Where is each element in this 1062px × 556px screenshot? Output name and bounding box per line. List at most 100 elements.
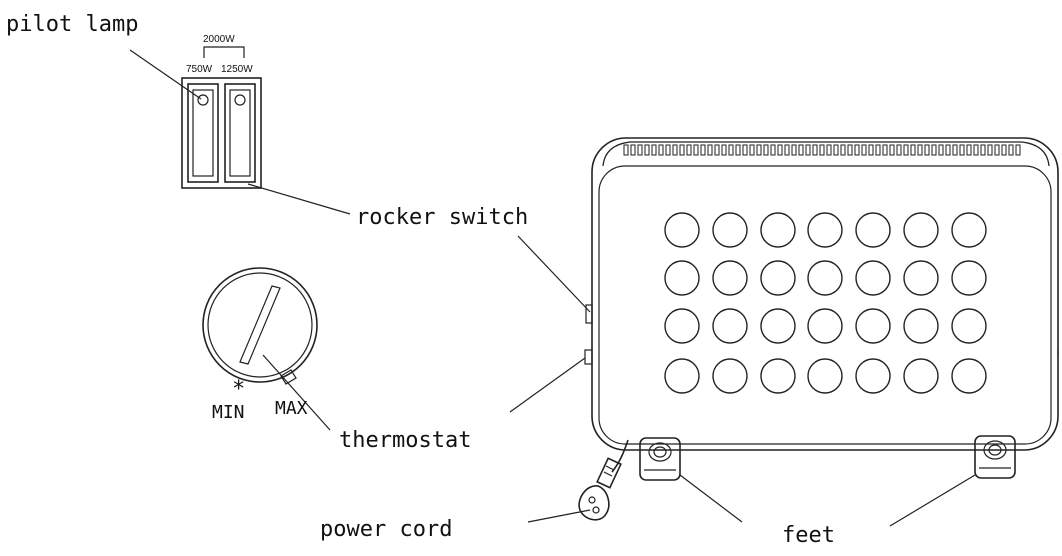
vent-slot <box>868 144 874 156</box>
knob-stop <box>280 369 297 385</box>
vent-hole <box>760 358 796 394</box>
vent-slot <box>672 144 678 156</box>
vent-slot <box>784 144 790 156</box>
min-marker: * <box>232 377 245 402</box>
vent-slot <box>812 144 818 156</box>
foot-right <box>974 435 1016 479</box>
foot-right-core <box>988 444 1002 456</box>
heater-body <box>584 137 1059 451</box>
vent-slot <box>854 144 860 156</box>
rocker-switch-left <box>187 83 219 183</box>
vent-slot <box>826 144 832 156</box>
vent-slot <box>847 144 853 156</box>
cord-ridge-2 <box>603 471 613 477</box>
label-feet: feet <box>782 523 835 548</box>
vent-hole <box>712 260 748 296</box>
vent-hole <box>951 308 987 344</box>
vent-hole <box>712 308 748 344</box>
vent-slot <box>819 144 825 156</box>
vent-slot <box>959 144 965 156</box>
vent-slot <box>889 144 895 156</box>
vent-slot <box>728 144 734 156</box>
rocker-left-inner <box>192 89 214 177</box>
switch-label-right: 1250W <box>221 64 253 75</box>
vent-hole <box>951 212 987 248</box>
cord-ridge-1 <box>605 465 615 471</box>
foot-right-outer <box>974 435 1016 479</box>
leader-thermostat-knob <box>262 354 331 431</box>
vent-hole <box>712 358 748 394</box>
pilot-lamp-right-icon <box>234 94 246 106</box>
vent-slot <box>924 144 930 156</box>
front-hole-grid <box>664 212 987 394</box>
switch-label-total: 2000W <box>203 34 235 45</box>
vent-slot <box>714 144 720 156</box>
knob-pointer <box>239 285 281 365</box>
vent-slot <box>882 144 888 156</box>
vent-hole <box>760 308 796 344</box>
vent-slot <box>763 144 769 156</box>
vent-slot <box>833 144 839 156</box>
label-power-cord: power cord <box>320 517 452 542</box>
vent-hole <box>855 308 891 344</box>
vent-hole <box>903 308 939 344</box>
top-vent-grille <box>623 144 1021 156</box>
vent-slot <box>1001 144 1007 156</box>
vent-slot <box>938 144 944 156</box>
vent-slot <box>875 144 881 156</box>
rocker-right-inner <box>229 89 251 177</box>
vent-slot <box>770 144 776 156</box>
vent-slot <box>693 144 699 156</box>
vent-slot <box>658 144 664 156</box>
vent-slot <box>749 144 755 156</box>
vent-hole <box>903 212 939 248</box>
foot-left-outer <box>639 437 681 481</box>
vent-slot <box>707 144 713 156</box>
vent-slot <box>910 144 916 156</box>
vent-slot <box>630 144 636 156</box>
leader-foot-right <box>889 474 976 527</box>
foot-right-ring <box>983 440 1007 460</box>
vent-slot <box>980 144 986 156</box>
heater-front-panel <box>598 165 1052 445</box>
vent-slot <box>966 144 972 156</box>
vent-hole <box>664 358 700 394</box>
vent-slot <box>945 144 951 156</box>
vent-slot <box>840 144 846 156</box>
leader-power-cord <box>527 509 591 523</box>
vent-slot <box>791 144 797 156</box>
knob-inner <box>207 272 313 378</box>
vent-hole <box>951 358 987 394</box>
vent-slot <box>651 144 657 156</box>
bracket-line <box>203 46 245 58</box>
plug-pin-2 <box>592 506 600 514</box>
vent-hole <box>760 260 796 296</box>
vent-hole <box>664 260 700 296</box>
power-cord <box>578 439 629 521</box>
vent-slot <box>679 144 685 156</box>
heater-outer <box>591 137 1059 451</box>
vent-slot <box>861 144 867 156</box>
vent-hole <box>712 212 748 248</box>
knob-label-min: MIN <box>212 402 245 423</box>
leader-thermostat-heater <box>509 357 586 413</box>
side-rocker-switch <box>585 304 593 324</box>
switch-housing <box>181 77 262 189</box>
vent-slot <box>798 144 804 156</box>
vent-slot <box>756 144 762 156</box>
vent-slot <box>644 144 650 156</box>
vent-slot <box>700 144 706 156</box>
vent-slot <box>917 144 923 156</box>
vent-slot <box>742 144 748 156</box>
vent-hole <box>760 212 796 248</box>
switch-panel: 2000W 750W 1250W <box>181 34 262 189</box>
vent-hole <box>807 308 843 344</box>
vent-hole <box>855 260 891 296</box>
knob-outer <box>202 267 318 383</box>
foot-left-ring <box>648 442 672 462</box>
vent-slot <box>735 144 741 156</box>
foot-left <box>639 437 681 481</box>
vent-hole <box>903 358 939 394</box>
